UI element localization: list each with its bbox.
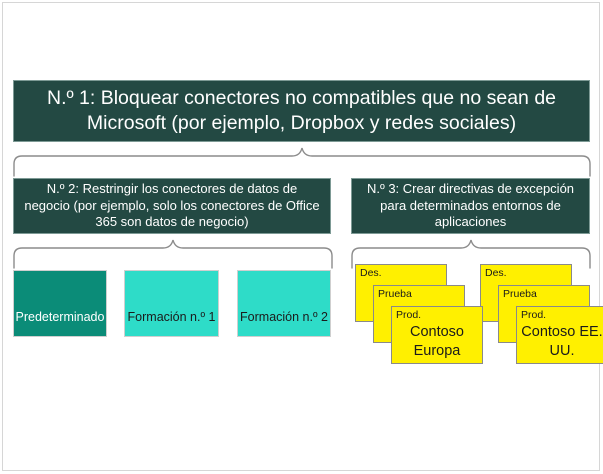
card-prod-title: Contoso Europa bbox=[409, 324, 464, 359]
policy-banner-2-label: N.º 2: Restringir los conectores de dato… bbox=[24, 181, 320, 230]
card-dev-tag: Des. bbox=[485, 267, 507, 279]
environment-chip-training-2-label: Formación n.º 2 bbox=[240, 310, 328, 324]
card-test-tag: Prueba bbox=[503, 288, 537, 300]
card-prod-tag: Prod. bbox=[396, 309, 422, 321]
card-prod[interactable]: Prod. Contoso EE. UU. bbox=[516, 306, 603, 364]
card-prod-tag: Prod. bbox=[521, 309, 547, 321]
policy-banner-3-label: N.º 3: Crear directivas de excepción par… bbox=[366, 181, 575, 230]
policy-banner-1: N.º 1: Bloquear conectores no compatible… bbox=[13, 80, 590, 142]
environment-chip-training-2[interactable]: Formación n.º 2 bbox=[237, 270, 331, 337]
policy-banner-3: N.º 3: Crear directivas de excepción par… bbox=[351, 178, 590, 234]
environment-chip-default-label: Predeterminado bbox=[15, 310, 105, 324]
card-prod-title: Contoso EE. UU. bbox=[521, 324, 603, 359]
brace-level-1-to-2 bbox=[13, 146, 591, 177]
card-prod[interactable]: Prod. Contoso Europa bbox=[391, 306, 483, 364]
card-test-tag: Prueba bbox=[378, 288, 412, 300]
policy-banner-1-label: N.º 1: Bloquear conectores no compatible… bbox=[46, 87, 557, 134]
policy-banner-2: N.º 2: Restringir los conectores de dato… bbox=[13, 178, 331, 234]
card-stack-contoso-eeuu: Des. Prueba Prod. Contoso EE. UU. bbox=[480, 264, 603, 386]
card-stack-contoso-europa: Des. Prueba Prod. Contoso Europa bbox=[355, 264, 483, 386]
card-dev-tag: Des. bbox=[360, 267, 382, 279]
brace-branch-2-to-environments bbox=[13, 238, 333, 269]
environment-chip-training-1-label: Formación n.º 1 bbox=[127, 310, 216, 324]
environment-chip-training-1[interactable]: Formación n.º 1 bbox=[124, 270, 219, 337]
environment-chip-default[interactable]: Predeterminado bbox=[13, 270, 107, 337]
